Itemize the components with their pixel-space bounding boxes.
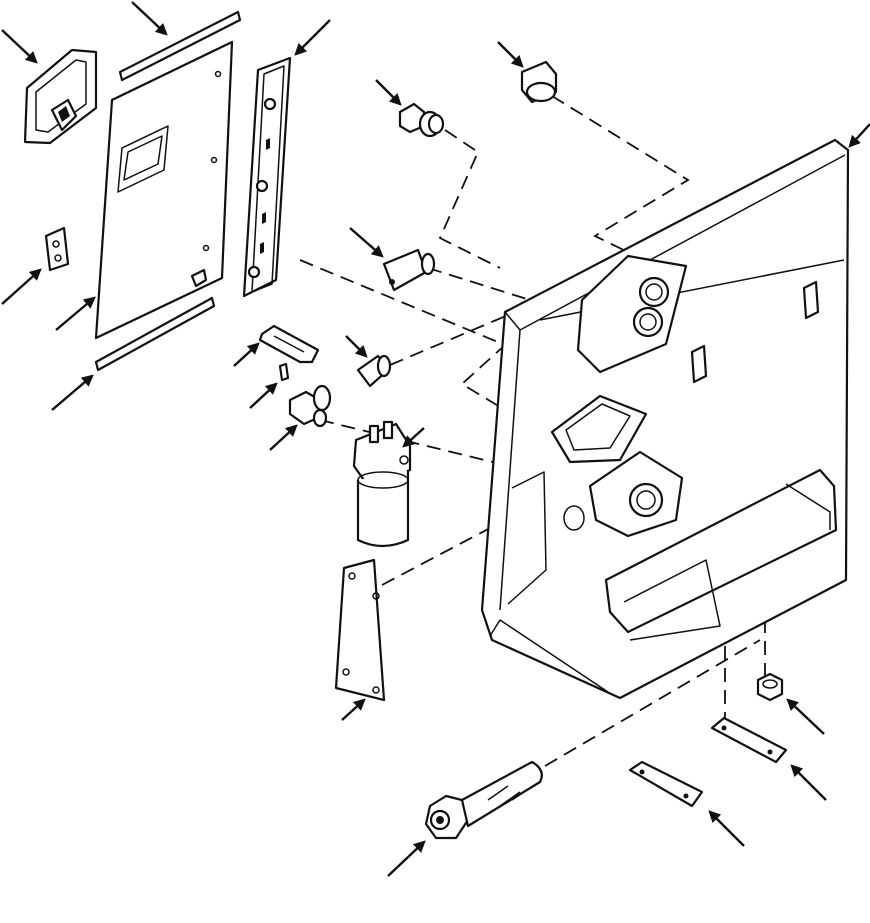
hydraulic-tank-housing <box>480 138 850 700</box>
callout-arrow <box>294 19 331 56</box>
assembly-guide-lines <box>299 95 766 767</box>
callout-arrow <box>269 424 298 451</box>
cover-plate <box>334 558 386 702</box>
small-clip <box>44 226 70 272</box>
callout-arrow <box>497 41 524 68</box>
slotted-strap <box>258 324 320 364</box>
filler-cap <box>398 102 445 138</box>
callout-arrow <box>708 810 745 847</box>
wear-plate-upper <box>710 716 788 764</box>
callout-arrow <box>1 29 38 64</box>
seal-strip-top <box>118 10 242 82</box>
access-cover-with-knob <box>23 48 98 145</box>
callout-arrow <box>402 427 425 448</box>
sight-gauge-tube <box>424 760 543 840</box>
callout-arrow <box>131 1 168 36</box>
callout-arrow <box>387 840 426 877</box>
seal-strip-bottom <box>94 296 216 372</box>
hinge-bracket-strip <box>242 56 292 298</box>
setscrew <box>278 362 290 382</box>
elbow-fitting <box>288 384 332 428</box>
adapter-fitting <box>356 354 392 388</box>
callout-arrow <box>249 382 278 409</box>
callout-arrow <box>349 227 384 258</box>
wear-plate-lower <box>628 760 704 808</box>
callout-arrow <box>790 764 827 801</box>
callout-arrow <box>1 268 42 305</box>
side-panel-with-window <box>94 40 234 340</box>
breather-cap <box>520 60 558 104</box>
callout-arrow <box>51 374 94 411</box>
callout-arrow <box>786 698 825 735</box>
drain-plug-fitting <box>382 248 436 292</box>
callout-arrow <box>341 698 366 721</box>
callout-arrow <box>233 342 260 367</box>
callout-arrow <box>848 123 870 148</box>
drain-plug <box>756 672 784 702</box>
callout-arrows <box>1 1 870 877</box>
callout-arrow <box>345 335 368 358</box>
callout-arrow <box>55 296 96 331</box>
filter-assembly <box>352 420 412 548</box>
callout-arrow <box>375 79 402 106</box>
